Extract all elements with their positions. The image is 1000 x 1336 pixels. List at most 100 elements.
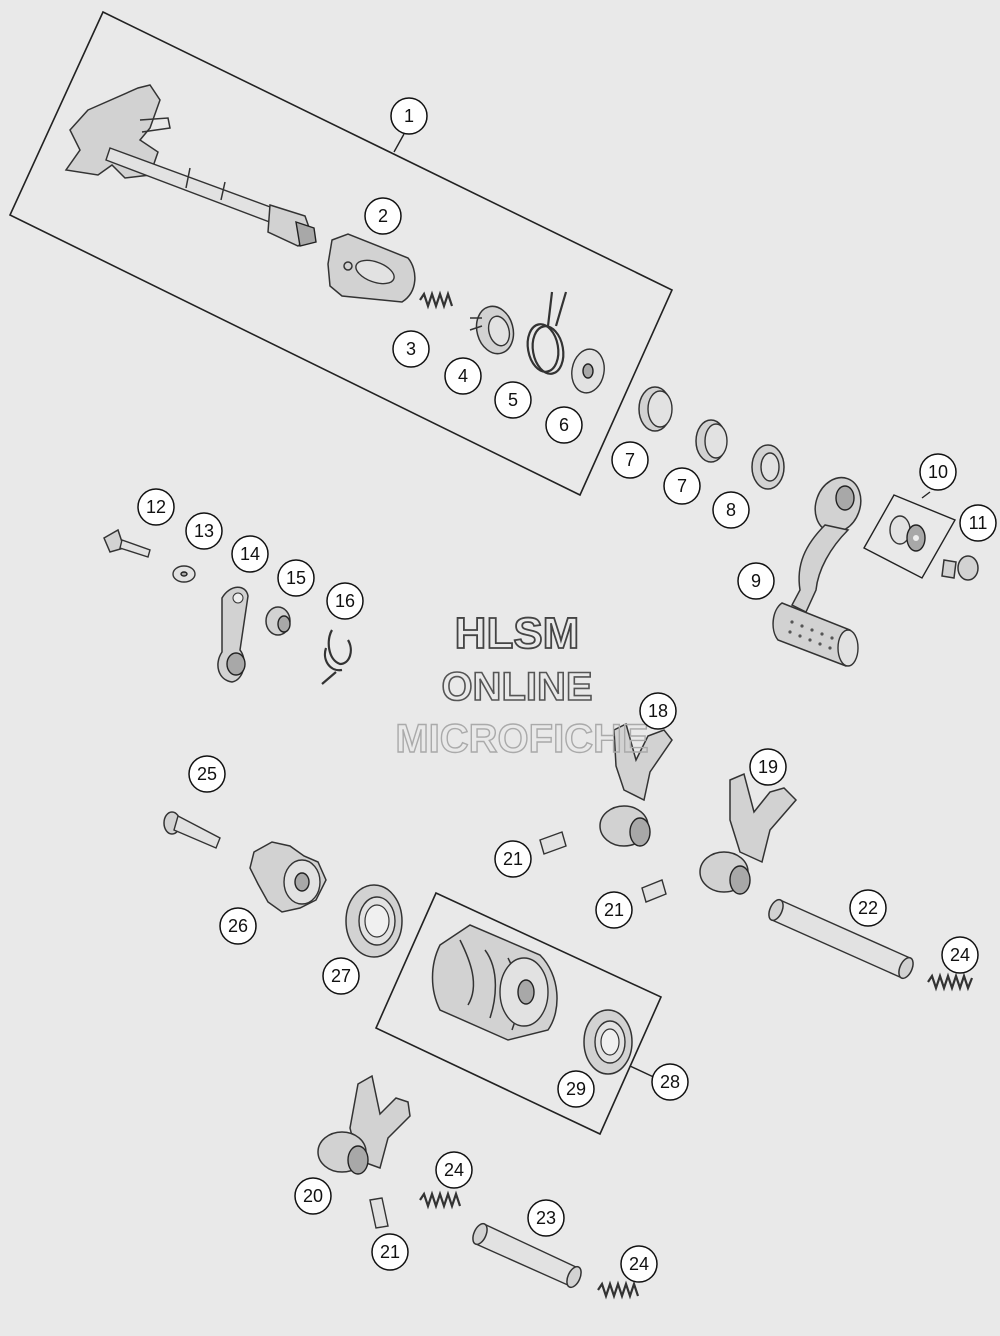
- callout-7b[interactable]: 7: [663, 467, 701, 505]
- callout-7a[interactable]: 7: [611, 441, 649, 479]
- washer-part-13: [172, 565, 196, 583]
- callout-21c[interactable]: 21: [371, 1233, 409, 1271]
- callout-20[interactable]: 20: [294, 1177, 332, 1215]
- callout-label: 24: [950, 945, 970, 965]
- small-spring-part: [419, 290, 454, 310]
- callout-12[interactable]: 12: [137, 488, 175, 526]
- seal-ring-part-8: [751, 444, 785, 490]
- bolt-part-25: [163, 811, 221, 849]
- callout-8[interactable]: 8: [712, 491, 750, 529]
- callout-1[interactable]: 1: [390, 97, 428, 135]
- spring-part-24b: [419, 1190, 462, 1210]
- watermark: HLSM ONLINE MICROFICHE: [395, 608, 650, 762]
- callout-28[interactable]: 28: [651, 1063, 689, 1101]
- callout-13[interactable]: 13: [185, 512, 223, 550]
- lever-arm-part-14: [217, 586, 249, 683]
- plate-part: [327, 233, 416, 303]
- callout-26[interactable]: 26: [219, 907, 257, 945]
- callout-23[interactable]: 23: [527, 1199, 565, 1237]
- callout-label: 25: [197, 764, 217, 784]
- shift-cam-part-26: [249, 841, 327, 913]
- spring-part-16: [321, 629, 352, 685]
- callout-label: 7: [677, 476, 687, 496]
- shift-fork-part-20: [317, 1074, 411, 1175]
- callout-24b[interactable]: 24: [435, 1151, 473, 1189]
- watermark-line-3: MICROFICHE: [395, 717, 648, 761]
- callout-9[interactable]: 9: [737, 562, 775, 600]
- group-frame-shift-shaft: [8, 10, 674, 497]
- callout-25[interactable]: 25: [188, 755, 226, 793]
- bushing-part-7a: [638, 386, 673, 432]
- callout-label: 12: [146, 497, 166, 517]
- callout-label: 3: [406, 339, 416, 359]
- callout-15[interactable]: 15: [277, 559, 315, 597]
- callout-14[interactable]: 14: [231, 535, 269, 573]
- callout-label: 20: [303, 1186, 323, 1206]
- callout-label: 19: [758, 757, 778, 777]
- callout-16[interactable]: 16: [326, 582, 364, 620]
- callout-24a[interactable]: 24: [941, 936, 979, 974]
- callout-label: 18: [648, 701, 668, 721]
- callout-2[interactable]: 2: [364, 197, 402, 235]
- pin-part-21a: [539, 831, 567, 855]
- callout-3[interactable]: 3: [392, 330, 430, 368]
- bolt-part-12: [103, 528, 151, 558]
- bolt-part-11: [941, 555, 979, 581]
- watermark-line-1: HLSM: [455, 609, 580, 658]
- callout-label: 4: [458, 366, 468, 386]
- callout-label: 13: [194, 521, 214, 541]
- callout-label: 11: [969, 513, 988, 533]
- callout-22[interactable]: 22: [849, 889, 887, 927]
- washer-part-6: [571, 348, 605, 394]
- callout-label: 21: [380, 1242, 400, 1262]
- callout-label: 29: [566, 1079, 586, 1099]
- pin-part-21b: [641, 879, 667, 903]
- shift-fork-part-19: [699, 772, 798, 895]
- callout-label: 10: [928, 462, 948, 482]
- watermark-line-2: ONLINE: [441, 665, 592, 709]
- callout-5[interactable]: 5: [494, 381, 532, 419]
- callout-label: 7: [625, 450, 635, 470]
- callout-29[interactable]: 29: [557, 1070, 595, 1108]
- callout-label: 8: [726, 500, 736, 520]
- callout-label: 21: [604, 900, 624, 920]
- bushing-part-7b: [695, 419, 728, 463]
- bearing-part-29: [583, 1009, 633, 1075]
- bearing-part-27: [345, 884, 403, 958]
- callout-label: 14: [240, 544, 260, 564]
- callout-label: 22: [858, 898, 878, 918]
- callout-21a[interactable]: 21: [494, 840, 532, 878]
- callout-label: 5: [508, 390, 518, 410]
- lever-kit-part-10: [889, 515, 926, 552]
- callout-24c[interactable]: 24: [620, 1245, 658, 1283]
- callout-18[interactable]: 18: [639, 692, 677, 730]
- group-frame-shift-lever-kit: [863, 494, 957, 579]
- shift-shaft-part: [64, 84, 317, 247]
- callout-27[interactable]: 27: [322, 957, 360, 995]
- callout-label: 23: [536, 1208, 556, 1228]
- callout-label: 9: [751, 571, 761, 591]
- roller-part-15: [265, 606, 291, 636]
- callout-6[interactable]: 6: [545, 406, 583, 444]
- shift-fork-part-18: [599, 722, 673, 847]
- callout-11[interactable]: 11: [959, 504, 997, 542]
- callout-10[interactable]: 10: [919, 453, 957, 491]
- pin-part-21c: [369, 1197, 389, 1229]
- callout-label: 24: [629, 1254, 649, 1274]
- callout-21b[interactable]: 21: [595, 891, 633, 929]
- callout-4[interactable]: 4: [444, 357, 482, 395]
- spring-part-24c: [597, 1280, 640, 1300]
- spring-part-24a: [927, 972, 974, 992]
- group-frame-shift-drum: [374, 891, 663, 1136]
- callout-label: 27: [331, 966, 351, 986]
- callout-label: 24: [444, 1160, 464, 1180]
- callout-label: 21: [503, 849, 523, 869]
- roller-bushing-part: [469, 305, 515, 355]
- callout-label: 2: [378, 206, 388, 226]
- shift-lever-part: [772, 476, 862, 667]
- callout-19[interactable]: 19: [749, 748, 787, 786]
- shift-drum-part: [431, 924, 558, 1041]
- callout-label: 1: [404, 106, 414, 126]
- fork-shaft-part-22: [768, 898, 914, 980]
